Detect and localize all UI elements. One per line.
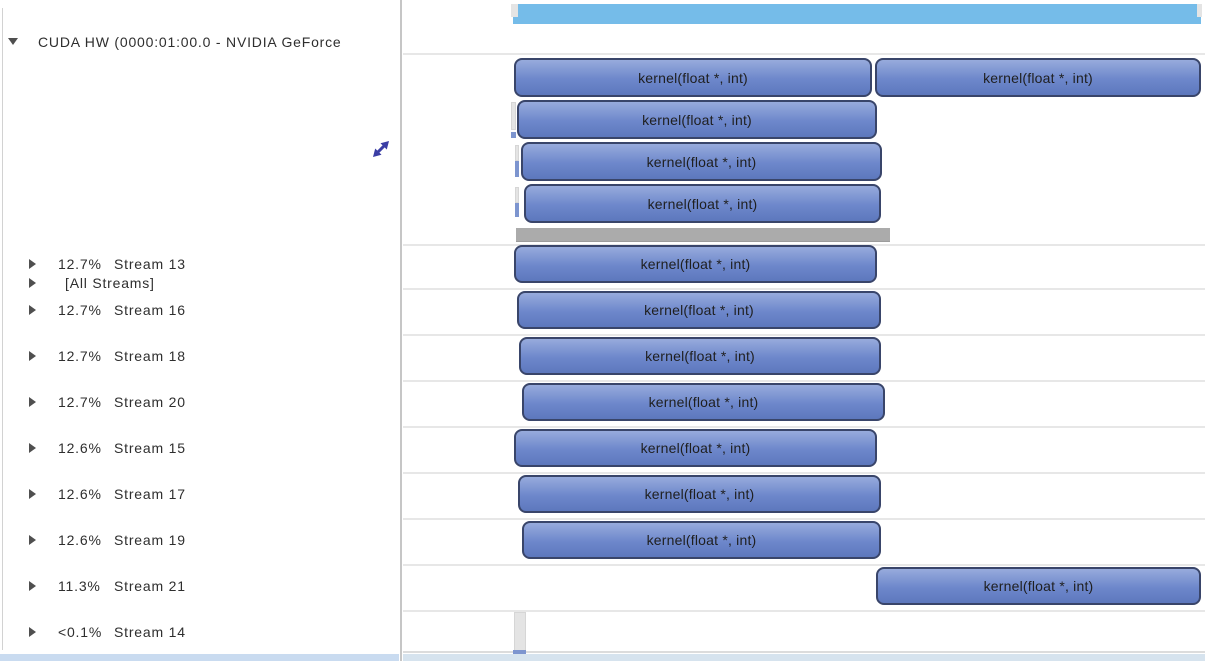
kernel-bar[interactable]: kernel(float *, int) bbox=[522, 383, 885, 421]
small-kernel-tick bbox=[515, 161, 519, 177]
timeline-bottom-line bbox=[403, 651, 1205, 653]
horizontal-scrollbar-track-right bbox=[403, 654, 1205, 661]
stream-percent: <0.1% bbox=[58, 624, 103, 640]
tree-row-stream[interactable]: 12.6% Stream 17 bbox=[0, 475, 398, 513]
timeline-canvas: kernel(float *, int)kernel(float *, int)… bbox=[403, 0, 1205, 661]
panel-splitter[interactable] bbox=[400, 0, 402, 661]
stream-name: Stream 17 bbox=[114, 486, 186, 502]
memory-transfer-bar[interactable] bbox=[516, 228, 890, 242]
small-kernel-sliver bbox=[515, 145, 519, 161]
timeline-tree-panel: CUDA HW (0000:01:00.0 - NVIDIA GeForce [… bbox=[0, 0, 400, 661]
row-separator-line bbox=[403, 426, 1205, 428]
stream-label: 12.6% Stream 15 bbox=[58, 440, 186, 456]
stream-percent: 11.3% bbox=[58, 578, 101, 594]
stream-percent: 12.6% bbox=[58, 532, 102, 548]
stream-name: Stream 13 bbox=[114, 256, 186, 272]
stream-percent: 12.7% bbox=[58, 256, 102, 272]
kernel-bar[interactable]: kernel(float *, int) bbox=[876, 567, 1201, 605]
stream-percent: 12.7% bbox=[58, 348, 102, 364]
stream-name: Stream 16 bbox=[114, 302, 186, 318]
stream-label: 12.6% Stream 17 bbox=[58, 486, 186, 502]
expand-triangle-icon[interactable] bbox=[29, 627, 36, 637]
expand-triangle-icon[interactable] bbox=[29, 351, 36, 361]
row-separator-line bbox=[403, 610, 1205, 612]
kernel-bar[interactable]: kernel(float *, int) bbox=[514, 429, 877, 467]
row-separator-line bbox=[403, 53, 1205, 55]
stream-percent: 12.7% bbox=[58, 394, 102, 410]
kernel-bar[interactable]: kernel(float *, int) bbox=[518, 475, 881, 513]
row-separator-line bbox=[403, 380, 1205, 382]
stream-name: Stream 21 bbox=[114, 578, 186, 594]
row-separator-line bbox=[403, 518, 1205, 520]
stream-percent: 12.6% bbox=[58, 486, 102, 502]
horizontal-scrollbar-track-left bbox=[0, 654, 399, 661]
stream-name: Stream 18 bbox=[114, 348, 186, 364]
stream-name: Stream 20 bbox=[114, 394, 186, 410]
tree-row-stream[interactable]: 12.7% Stream 18 bbox=[0, 337, 398, 375]
stream-label: 11.3% Stream 21 bbox=[58, 578, 186, 594]
row-separator-line bbox=[403, 334, 1205, 336]
kernel-bar[interactable]: kernel(float *, int) bbox=[514, 245, 877, 283]
small-kernel-tick bbox=[511, 132, 516, 138]
stream-label: 12.7% Stream 20 bbox=[58, 394, 186, 410]
row-separator-line bbox=[403, 472, 1205, 474]
stream-label: 12.7% Stream 16 bbox=[58, 302, 186, 318]
tree-row-stream[interactable]: <0.1% Stream 14 bbox=[0, 613, 398, 651]
summary-notch bbox=[511, 4, 518, 17]
tree-row-all-streams[interactable]: [All Streams] bbox=[0, 136, 398, 291]
tree-row-stream[interactable]: 12.7% Stream 16 bbox=[0, 291, 398, 329]
stream-percent: 12.6% bbox=[58, 440, 102, 456]
expand-triangle-icon[interactable] bbox=[29, 535, 36, 545]
tree-row-stream[interactable]: 11.3% Stream 21 bbox=[0, 567, 398, 605]
kernel-bar[interactable]: kernel(float *, int) bbox=[517, 100, 877, 139]
small-kernel-sliver bbox=[511, 102, 516, 130]
panel-edge-line bbox=[2, 8, 3, 650]
expand-triangle-icon[interactable] bbox=[29, 278, 36, 288]
tree-row-stream[interactable]: 12.6% Stream 15 bbox=[0, 429, 398, 467]
kernel-bar[interactable]: kernel(float *, int) bbox=[514, 58, 872, 97]
stream-label: 12.7% Stream 18 bbox=[58, 348, 186, 364]
small-kernel-tick bbox=[515, 203, 519, 217]
all-streams-label: [All Streams] bbox=[65, 275, 155, 291]
row-separator-line bbox=[403, 564, 1205, 566]
summary-coverage-bar[interactable] bbox=[513, 4, 1201, 24]
tree-row-stream[interactable]: 12.7% Stream 20 bbox=[0, 383, 398, 421]
kernel-bar[interactable]: kernel(float *, int) bbox=[517, 291, 881, 329]
small-kernel-tick bbox=[513, 650, 526, 654]
cuda-hw-label: CUDA HW (0000:01:00.0 - NVIDIA GeForce bbox=[38, 34, 342, 50]
tree-row-stream[interactable]: 12.6% Stream 19 bbox=[0, 521, 398, 559]
small-kernel-sliver bbox=[515, 187, 519, 203]
tree-row-stream[interactable]: 12.7% Stream 13 bbox=[0, 245, 398, 283]
expand-triangle-icon[interactable] bbox=[29, 259, 36, 269]
kernel-bar[interactable]: kernel(float *, int) bbox=[519, 337, 881, 375]
collapse-triangle-icon[interactable] bbox=[8, 38, 18, 45]
stream-percent: 12.7% bbox=[58, 302, 102, 318]
summary-notch bbox=[1197, 4, 1202, 17]
expand-triangle-icon[interactable] bbox=[29, 443, 36, 453]
kernel-bar[interactable]: kernel(float *, int) bbox=[521, 142, 882, 181]
kernel-bar[interactable]: kernel(float *, int) bbox=[522, 521, 881, 559]
kernel-bar[interactable]: kernel(float *, int) bbox=[524, 184, 881, 223]
diagonal-double-arrow-icon[interactable] bbox=[369, 137, 393, 161]
stream-name: Stream 14 bbox=[114, 624, 186, 640]
expand-triangle-icon[interactable] bbox=[29, 581, 36, 591]
stream-name: Stream 15 bbox=[114, 440, 186, 456]
expand-triangle-icon[interactable] bbox=[29, 489, 36, 499]
stream-label: <0.1% Stream 14 bbox=[58, 624, 186, 640]
row-separator-line bbox=[403, 288, 1205, 290]
tree-row-cuda-hw[interactable]: CUDA HW (0000:01:00.0 - NVIDIA GeForce bbox=[0, 16, 398, 50]
kernel-bar[interactable]: kernel(float *, int) bbox=[875, 58, 1201, 97]
stream-label: 12.7% Stream 13 bbox=[58, 256, 186, 272]
stream-label: 12.6% Stream 19 bbox=[58, 532, 186, 548]
expand-triangle-icon[interactable] bbox=[29, 305, 36, 315]
stream-name: Stream 19 bbox=[114, 532, 186, 548]
small-kernel-sliver bbox=[514, 612, 526, 652]
expand-triangle-icon[interactable] bbox=[29, 397, 36, 407]
